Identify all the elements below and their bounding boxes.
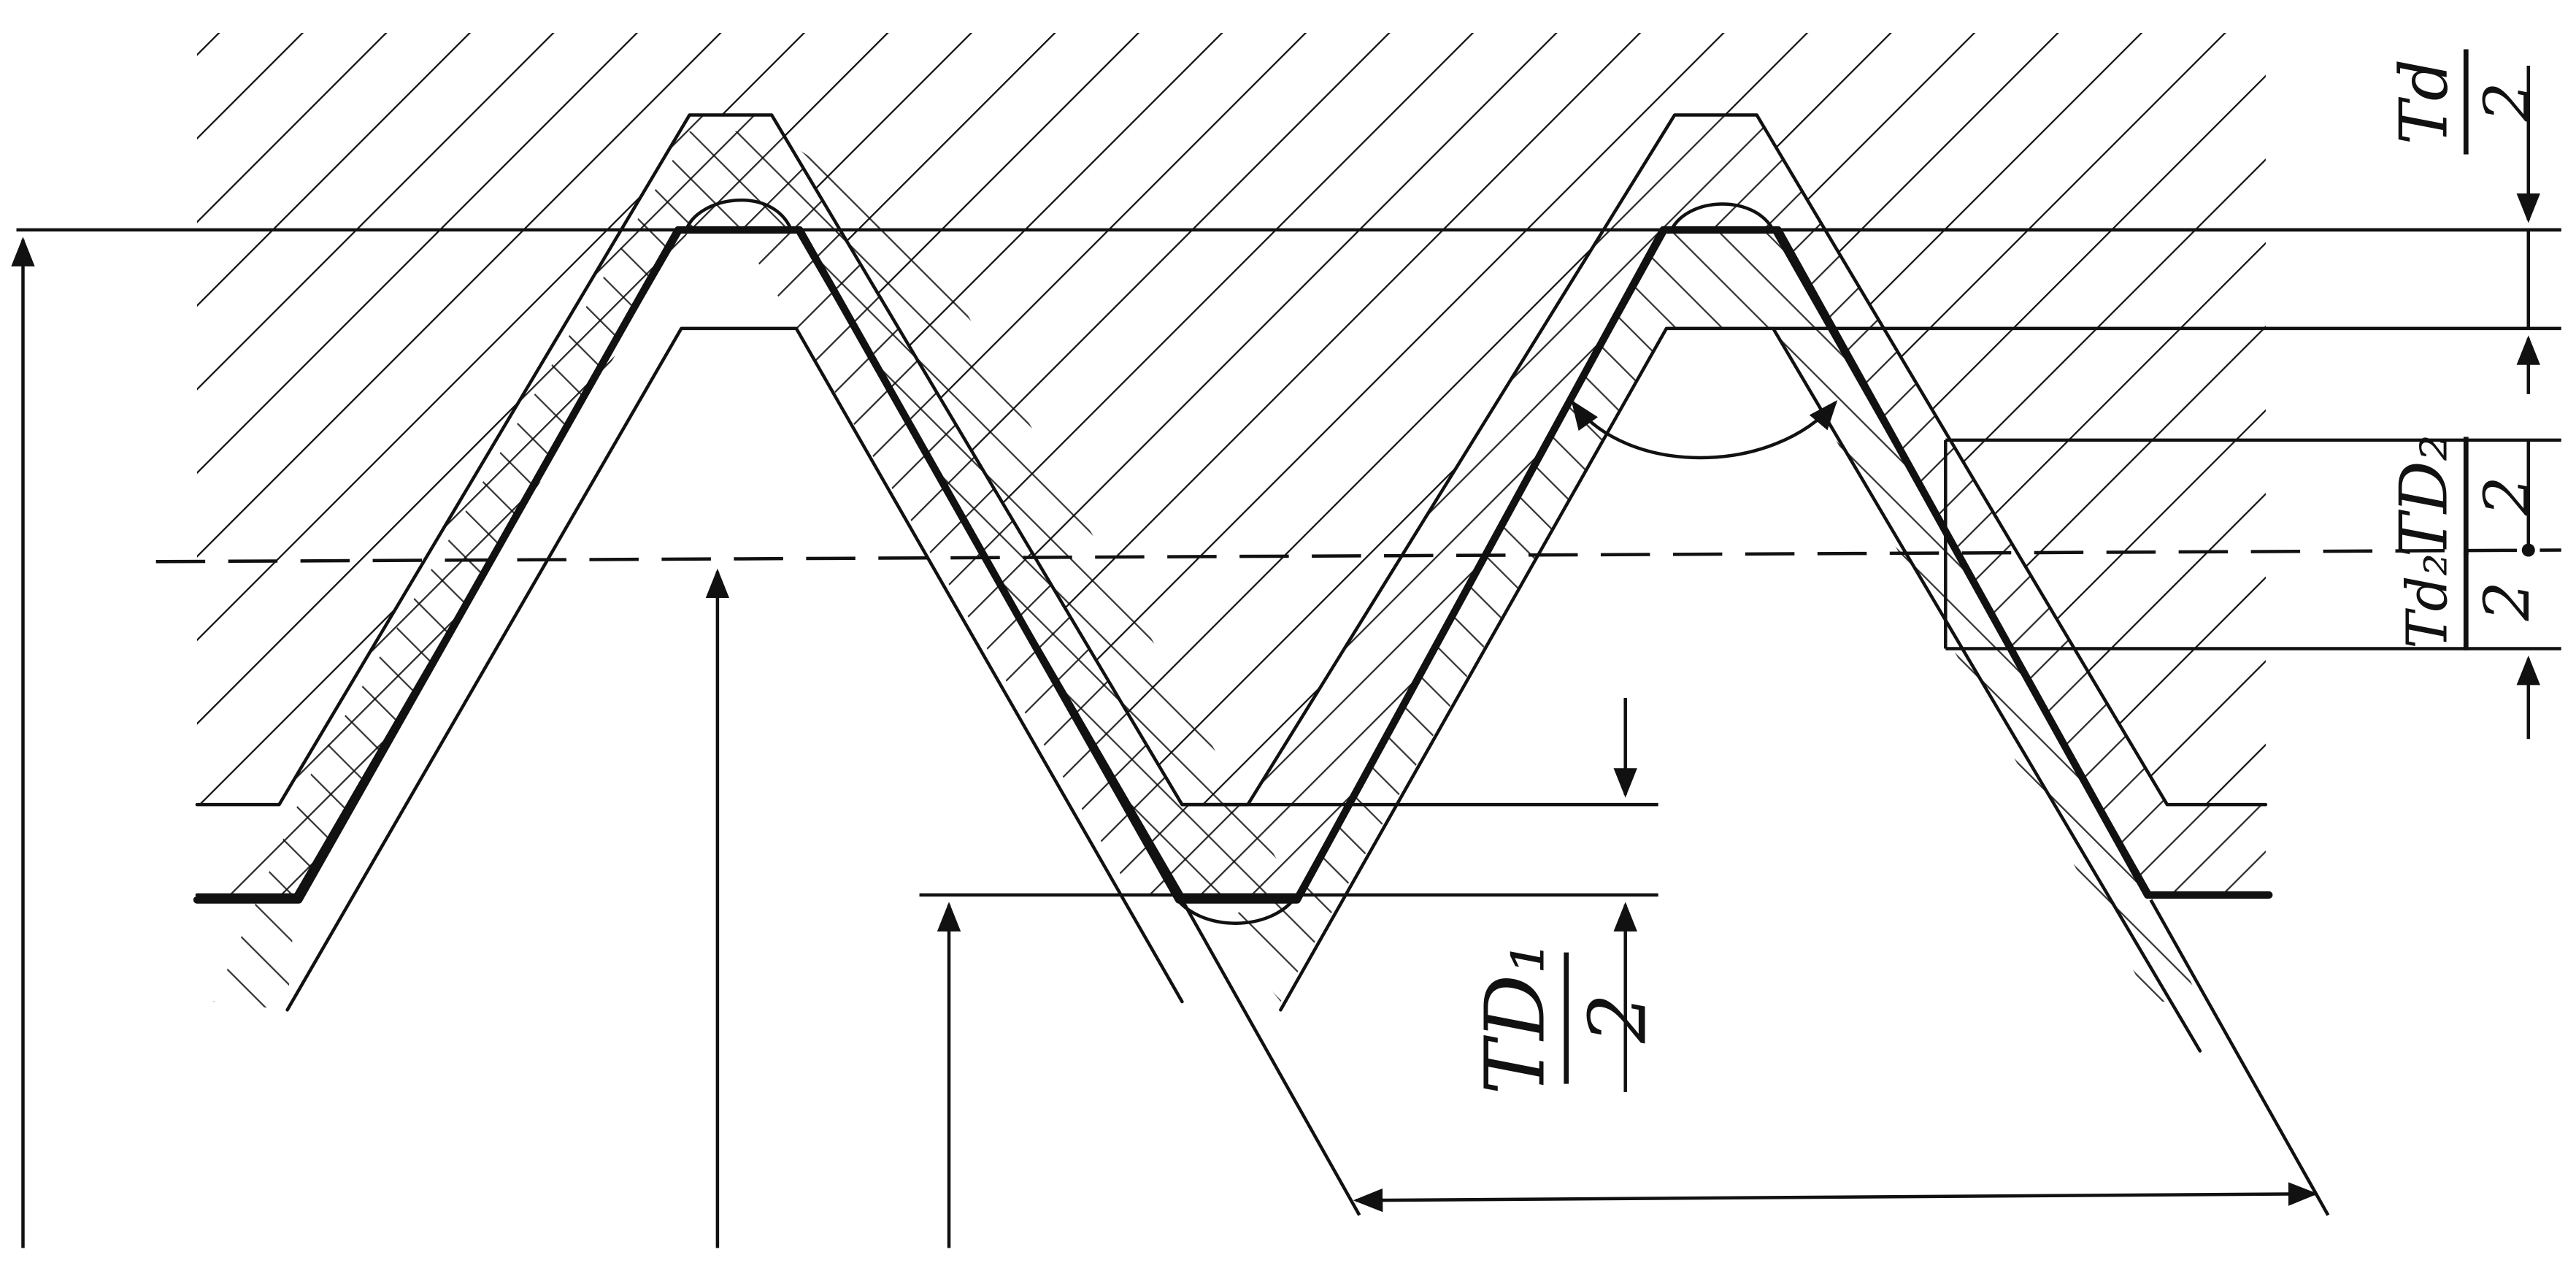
label-td2-nut: TD₂ 2 xyxy=(2385,434,2543,557)
bolt-body-clear xyxy=(196,328,2266,1271)
bolt-min-profile xyxy=(285,326,1184,1012)
pitch-diameter-axis xyxy=(155,548,2561,564)
label-td2-bolt-denominator: 2 xyxy=(2472,581,2544,621)
label-td2-bolt-numerator: Td₂ xyxy=(2395,553,2460,649)
crest-arc-left xyxy=(684,198,793,232)
label-td-denominator: 2 xyxy=(2472,82,2544,122)
label-td2-bolt: Td₂ 2 xyxy=(2395,551,2544,650)
crest-arc-right xyxy=(1669,202,1775,232)
nominal-profile xyxy=(193,226,2273,904)
label-td1: TD₁ 2 xyxy=(1467,941,1664,1094)
pitch-ext-right xyxy=(2149,899,2330,1216)
label-td1-numerator: TD₁ xyxy=(1467,941,1563,1094)
bolt-min-profile-2 xyxy=(1279,326,2202,1053)
label-td: Td 2 xyxy=(2385,49,2544,155)
nut-material-hatch xyxy=(196,32,2266,805)
label-td2-nut-denominator: 2 xyxy=(2472,476,2544,516)
axis-point xyxy=(2521,543,2535,557)
label-td-numerator: Td xyxy=(2385,59,2462,145)
label-td1-denominator: 2 xyxy=(1573,993,1664,1044)
angle-arc xyxy=(1571,399,1838,460)
label-td2-nut-numerator: TD₂ xyxy=(2385,434,2462,557)
pitch-dimension xyxy=(1353,1182,2318,1213)
bolt-tolerance-band-left xyxy=(213,131,1297,1010)
nut-tolerance-band-2 xyxy=(1182,115,2266,895)
pitch-ext-left xyxy=(1180,899,1361,1216)
